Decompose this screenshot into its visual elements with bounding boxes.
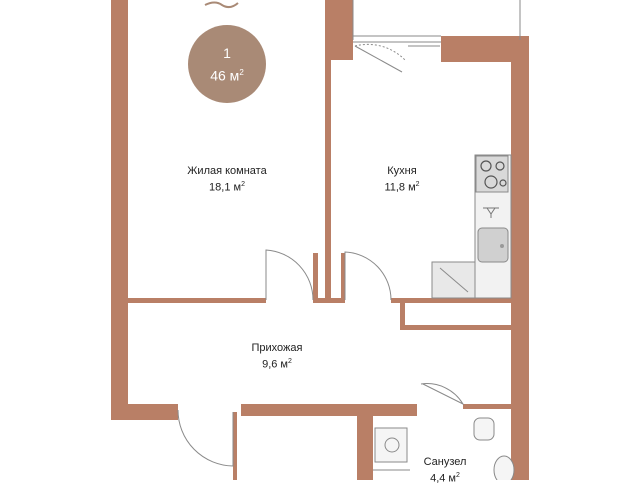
wall-niche-bottom <box>400 325 512 330</box>
apartment-badge: 1 46 м2 <box>188 25 266 103</box>
room-count: 1 <box>223 45 231 61</box>
toilet <box>473 417 495 441</box>
wall-bottom-left <box>111 404 178 420</box>
sink <box>477 227 509 263</box>
washing-machine <box>374 427 408 463</box>
wall-left-outer <box>111 0 128 420</box>
room-label-living: Жилая комната 18,1 м2 <box>170 164 284 195</box>
room-label-bath: Санузел 4,4 м2 <box>412 455 478 486</box>
kitchen-fixtures <box>431 154 512 299</box>
bathroom-fixtures <box>373 417 515 480</box>
balcony-door <box>354 43 440 73</box>
entry-door <box>177 409 234 467</box>
room-name: Санузел <box>423 456 467 468</box>
wall-jamb-1 <box>313 253 318 303</box>
room-name: Жилая комната <box>187 165 267 177</box>
room-name: Прихожая <box>251 342 303 354</box>
bath-door <box>420 383 465 406</box>
faucet-icon <box>483 207 499 218</box>
wall-niche-left <box>400 303 405 330</box>
walls <box>111 0 529 480</box>
door-swings <box>177 249 465 467</box>
wall-jamb-3 <box>341 253 345 303</box>
room-area: 18,1 м2 <box>209 181 245 194</box>
wall-bath-left <box>357 404 373 480</box>
wall-bottom-mid <box>241 404 417 416</box>
balcony-outline <box>352 0 521 43</box>
room-name: Кухня <box>387 165 417 177</box>
wall-entry-jamb <box>233 412 237 480</box>
room-label-kitchen: Кухня 11,8 м2 <box>362 164 442 195</box>
living-door <box>265 249 314 301</box>
wall-kitchen-bottom <box>391 298 512 303</box>
wall-living-kitchen <box>325 0 331 302</box>
kitchen-door <box>344 251 392 301</box>
room-area: 4,4 м2 <box>430 472 460 485</box>
wall-living-bottom <box>128 298 266 303</box>
total-area: 46 м2 <box>210 67 244 84</box>
wall-right-outer <box>511 36 529 480</box>
stove <box>475 155 509 193</box>
room-area: 11,8 м2 <box>384 181 420 194</box>
wall-jamb-2 <box>318 298 343 303</box>
room-area: 9,6 м2 <box>262 358 292 371</box>
decorative-curve <box>204 1 239 9</box>
wall-bath-top-right <box>463 404 512 409</box>
room-label-hall: Прихожая 9,6 м2 <box>232 341 322 372</box>
wall-kitchen-top-left <box>325 0 353 60</box>
